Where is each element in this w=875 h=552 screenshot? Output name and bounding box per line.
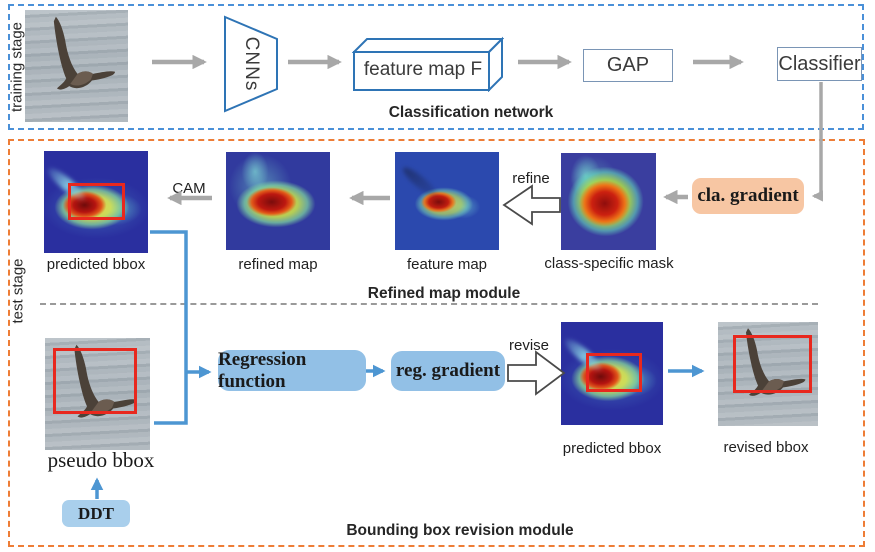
red-bbox-overlay bbox=[733, 335, 812, 393]
bbox-revision-module-title: Bounding box revision module bbox=[346, 522, 574, 539]
cnns-trapezoid bbox=[224, 15, 278, 113]
gap-box: GAP bbox=[583, 49, 673, 82]
reg-gradient-label: reg. gradient bbox=[395, 360, 501, 381]
training-stage-frame bbox=[8, 4, 864, 130]
bird-silhouette bbox=[746, 328, 806, 396]
predicted-bbox-bottom-label: predicted bbox bbox=[562, 440, 662, 457]
feature-map-f-block: feature map F bbox=[351, 36, 505, 93]
revised-bbox-image bbox=[718, 322, 818, 426]
regression-function-box: Regression function bbox=[218, 348, 366, 392]
module-separator-line bbox=[40, 303, 818, 305]
cnns-block: CNNs bbox=[222, 14, 280, 114]
training-stage-label: training stage bbox=[8, 21, 26, 113]
cla-gradient-box: cla. gradient bbox=[692, 178, 804, 214]
refine-label: refine bbox=[512, 170, 550, 187]
predicted-bbox-top-label: predicted bbox bbox=[46, 256, 146, 273]
red-bbox-overlay bbox=[53, 348, 137, 414]
bird-silhouette bbox=[53, 16, 116, 90]
classifier-label: Classifier bbox=[778, 52, 861, 75]
revise-label: revise bbox=[508, 337, 550, 354]
cnns-label: CNNs bbox=[241, 36, 262, 92]
class-specific-mask-heatmap bbox=[561, 153, 656, 250]
predicted-bbox-heatmap-top bbox=[44, 151, 148, 253]
classifier-box: Classifier bbox=[777, 47, 862, 81]
refined-map-heatmap bbox=[226, 152, 330, 250]
refined-map-label: refined map bbox=[238, 256, 318, 273]
ddt-box: DDT bbox=[62, 500, 130, 527]
cla-gradient-label: cla. gradient bbox=[697, 185, 799, 206]
input-bird-image bbox=[25, 10, 128, 122]
feature-map-heatmap bbox=[395, 152, 499, 250]
classification-network-title: Classification network bbox=[388, 104, 554, 121]
feature-map-f-label: feature map F bbox=[363, 59, 483, 80]
pseudo-bbox-image bbox=[45, 338, 150, 450]
pseudo-bbox-label: pseudo bbox bbox=[47, 448, 155, 472]
regression-function-label: Regression function bbox=[218, 348, 307, 392]
gap-label: GAP bbox=[606, 54, 650, 76]
reg-gradient-box: reg. gradient bbox=[391, 351, 505, 391]
revised-bbox-label: revised bbox bbox=[723, 439, 809, 456]
heatmap-dark-streak bbox=[400, 163, 441, 201]
predicted-bbox-heatmap-bottom bbox=[561, 322, 663, 425]
class-specific-mask-label: class-specific mask bbox=[544, 255, 674, 272]
bird-silhouette bbox=[74, 344, 137, 418]
test-stage-label: test stage bbox=[9, 258, 27, 324]
red-bbox-overlay bbox=[586, 353, 642, 392]
feature-map-heatmap-label: feature map bbox=[406, 256, 488, 273]
red-bbox-overlay bbox=[68, 183, 125, 220]
refined-map-module-title: Refined map module bbox=[367, 285, 521, 302]
ddt-label: DDT bbox=[78, 503, 114, 523]
feature-map-f-cuboid bbox=[351, 36, 505, 93]
test-stage-frame bbox=[8, 139, 865, 547]
cam-label: CAM bbox=[172, 180, 206, 197]
